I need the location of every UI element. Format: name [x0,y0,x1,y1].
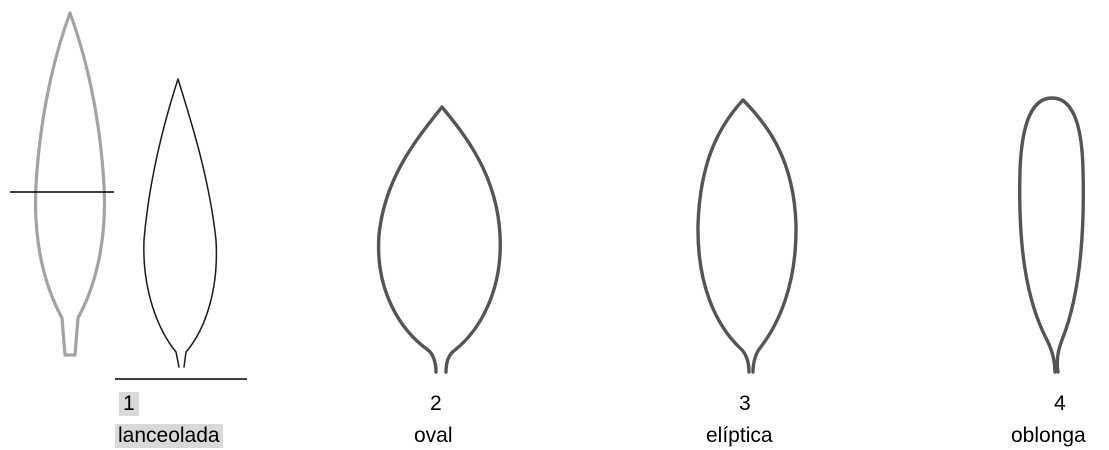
leaf-name-eliptica: elíptica [706,424,773,448]
leaf-name-oval: oval [414,424,453,448]
leaf-number-3: 3 [739,392,751,416]
leaf-number-1: 1 [119,392,139,416]
leaf-lanceolate-gray [36,13,105,355]
leaf-ovate [379,107,501,372]
leaf-number-4: 4 [1054,392,1066,416]
leaf-name-oblonga: oblonga [1011,424,1086,448]
leaf-number-2: 2 [430,392,442,416]
leaf-oblong [1020,98,1084,372]
leaf-elliptic [698,100,796,372]
leaf-lanceolate-outline [144,79,217,367]
leaf-name-lanceolada: lanceolada [115,424,223,448]
